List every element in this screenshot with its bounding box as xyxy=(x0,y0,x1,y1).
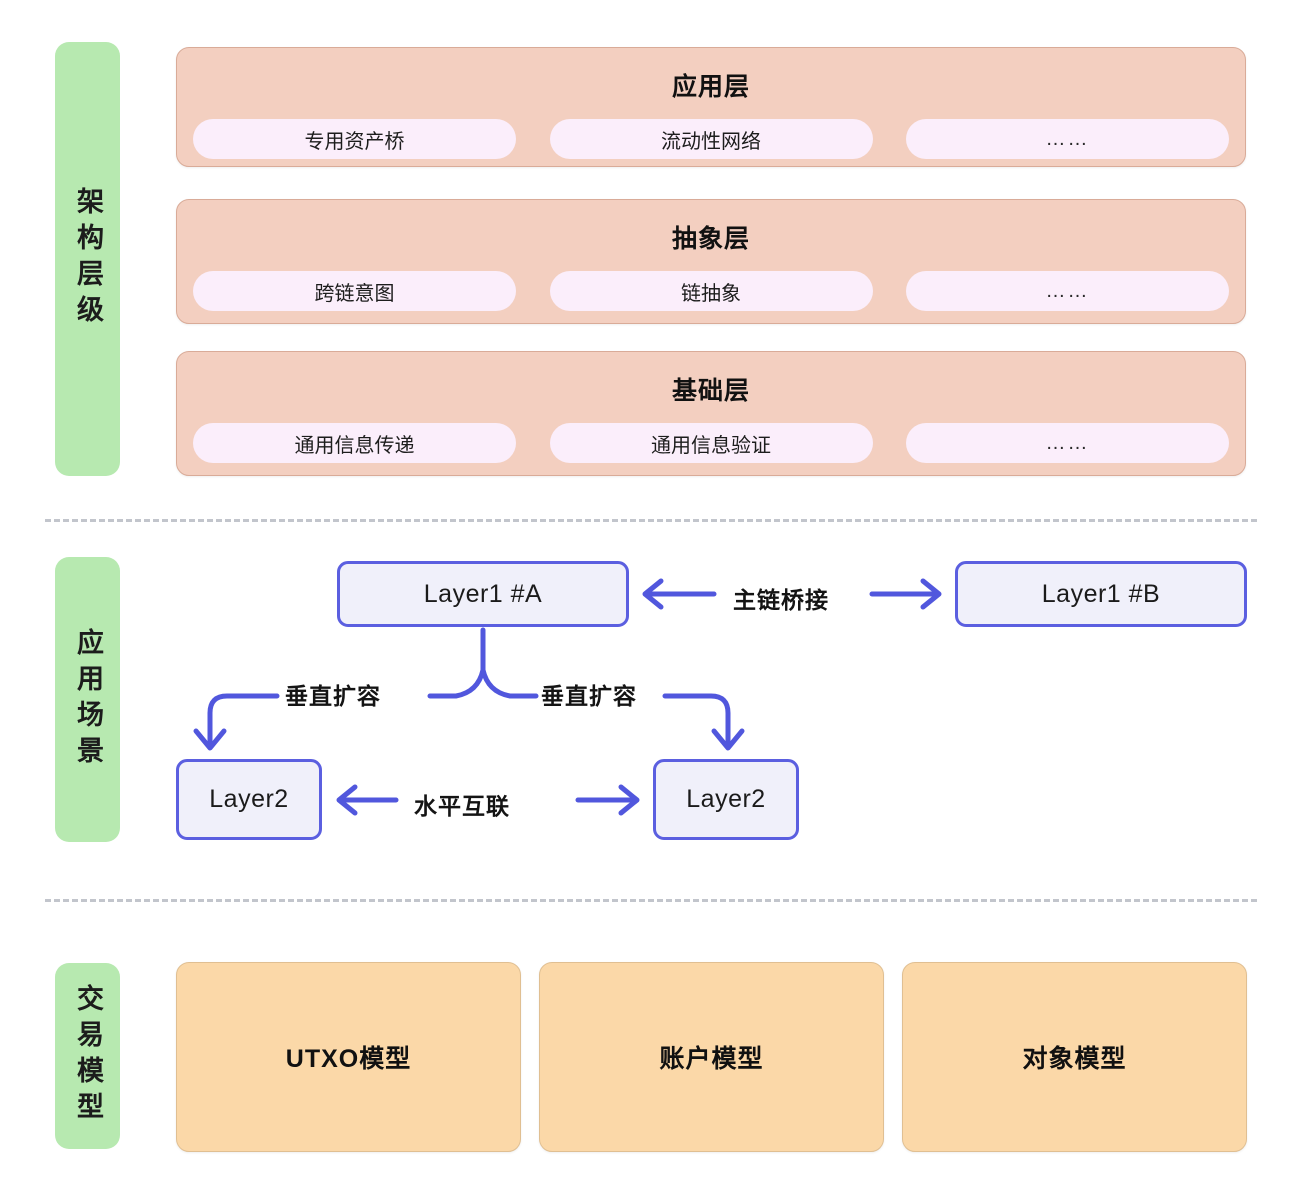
arrow-vertical-right-head xyxy=(711,728,745,751)
edge-label-horizontal-interconnect: 水平互联 xyxy=(414,787,510,821)
arch-pill-foundation-0[interactable]: 通用信息传递 xyxy=(193,423,516,463)
arrow-vertical-right xyxy=(662,693,731,748)
arch-block-application-pill-row: 专用资产桥 流动性网络 …… xyxy=(177,119,1245,159)
arch-block-foundation-title: 基础层 xyxy=(671,377,750,405)
section-label-architecture: 架构层级 xyxy=(55,42,120,476)
arch-block-abstraction-title: 抽象层 xyxy=(671,225,750,253)
arrow-bridge-right-head xyxy=(920,578,942,610)
edge-label-vertical-scaling-left-text: 垂直扩容 xyxy=(285,683,381,709)
model-box-object-label: 对象模型 xyxy=(1022,1045,1127,1073)
edge-label-vertical-scaling-right-text: 垂直扩容 xyxy=(541,683,637,709)
arrow-vertical-left xyxy=(207,693,280,748)
arch-block-foundation-pill-row: 通用信息传递 通用信息验证 …… xyxy=(177,423,1245,463)
arch-pill-application-1[interactable]: 流动性网络 xyxy=(549,119,873,159)
arch-block-application: 应用层 专用资产桥 流动性网络 …… xyxy=(176,47,1246,167)
arch-block-abstraction: 抽象层 跨链意图 链抽象 …… xyxy=(176,199,1246,324)
arrow-vertical-left-head xyxy=(193,728,227,751)
edge-label-horizontal-interconnect-text: 水平互联 xyxy=(414,793,510,819)
section-label-scenario: 应用场景 xyxy=(55,557,120,842)
divider-architecture-scenario xyxy=(45,519,1257,522)
section-label-scenario-text: 应用场景 xyxy=(73,627,103,772)
arch-block-application-title: 应用层 xyxy=(671,73,750,101)
node-layer2-right-label: Layer2 xyxy=(686,785,766,813)
section-label-transaction-text: 交易模型 xyxy=(73,984,103,1128)
arch-pill-application-0[interactable]: 专用资产桥 xyxy=(193,119,516,159)
arch-block-abstraction-pill-row: 跨链意图 链抽象 …… xyxy=(177,271,1245,311)
edge-label-vertical-scaling-left: 垂直扩容 xyxy=(285,677,381,711)
node-layer1-b[interactable]: Layer1 #B xyxy=(955,561,1247,627)
model-box-object[interactable]: 对象模型 xyxy=(902,962,1247,1152)
arrow-bridge-left-head xyxy=(642,578,664,610)
edge-label-vertical-scaling-right: 垂直扩容 xyxy=(541,677,637,711)
arch-pill-application-2[interactable]: …… xyxy=(906,119,1229,159)
arch-pill-abstraction-2[interactable]: …… xyxy=(906,271,1229,311)
arch-pill-abstraction-1[interactable]: 链抽象 xyxy=(549,271,873,311)
divider-scenario-transaction xyxy=(45,899,1257,902)
arrow-horizontal-right-head xyxy=(618,784,640,816)
section-label-architecture-text: 架构层级 xyxy=(73,187,103,331)
arrow-horizontal-left-head xyxy=(336,784,358,816)
node-layer1-b-label: Layer1 #B xyxy=(1041,579,1161,608)
model-box-account-label: 账户模型 xyxy=(659,1045,764,1073)
arch-pill-abstraction-0[interactable]: 跨链意图 xyxy=(193,271,516,311)
node-layer1-a[interactable]: Layer1 #A xyxy=(337,561,629,627)
arch-pill-foundation-1[interactable]: 通用信息验证 xyxy=(549,423,873,463)
fork-branch-right xyxy=(480,667,539,699)
node-layer2-right[interactable]: Layer2 xyxy=(653,759,799,840)
node-layer2-left[interactable]: Layer2 xyxy=(176,759,322,840)
edge-label-mainchain-bridge-text: 主链桥接 xyxy=(733,587,829,613)
section-label-transaction: 交易模型 xyxy=(55,963,120,1149)
edge-label-mainchain-bridge: 主链桥接 xyxy=(733,581,829,615)
arch-block-foundation: 基础层 通用信息传递 通用信息验证 …… xyxy=(176,351,1246,476)
node-layer1-a-label: Layer1 #A xyxy=(423,579,543,608)
model-box-account[interactable]: 账户模型 xyxy=(539,962,884,1152)
model-box-utxo-label: UTXO模型 xyxy=(285,1045,412,1073)
fork-branch-left xyxy=(427,667,486,699)
arch-pill-foundation-2[interactable]: …… xyxy=(906,423,1229,463)
model-box-utxo[interactable]: UTXO模型 xyxy=(176,962,521,1152)
node-layer2-left-label: Layer2 xyxy=(209,785,289,813)
